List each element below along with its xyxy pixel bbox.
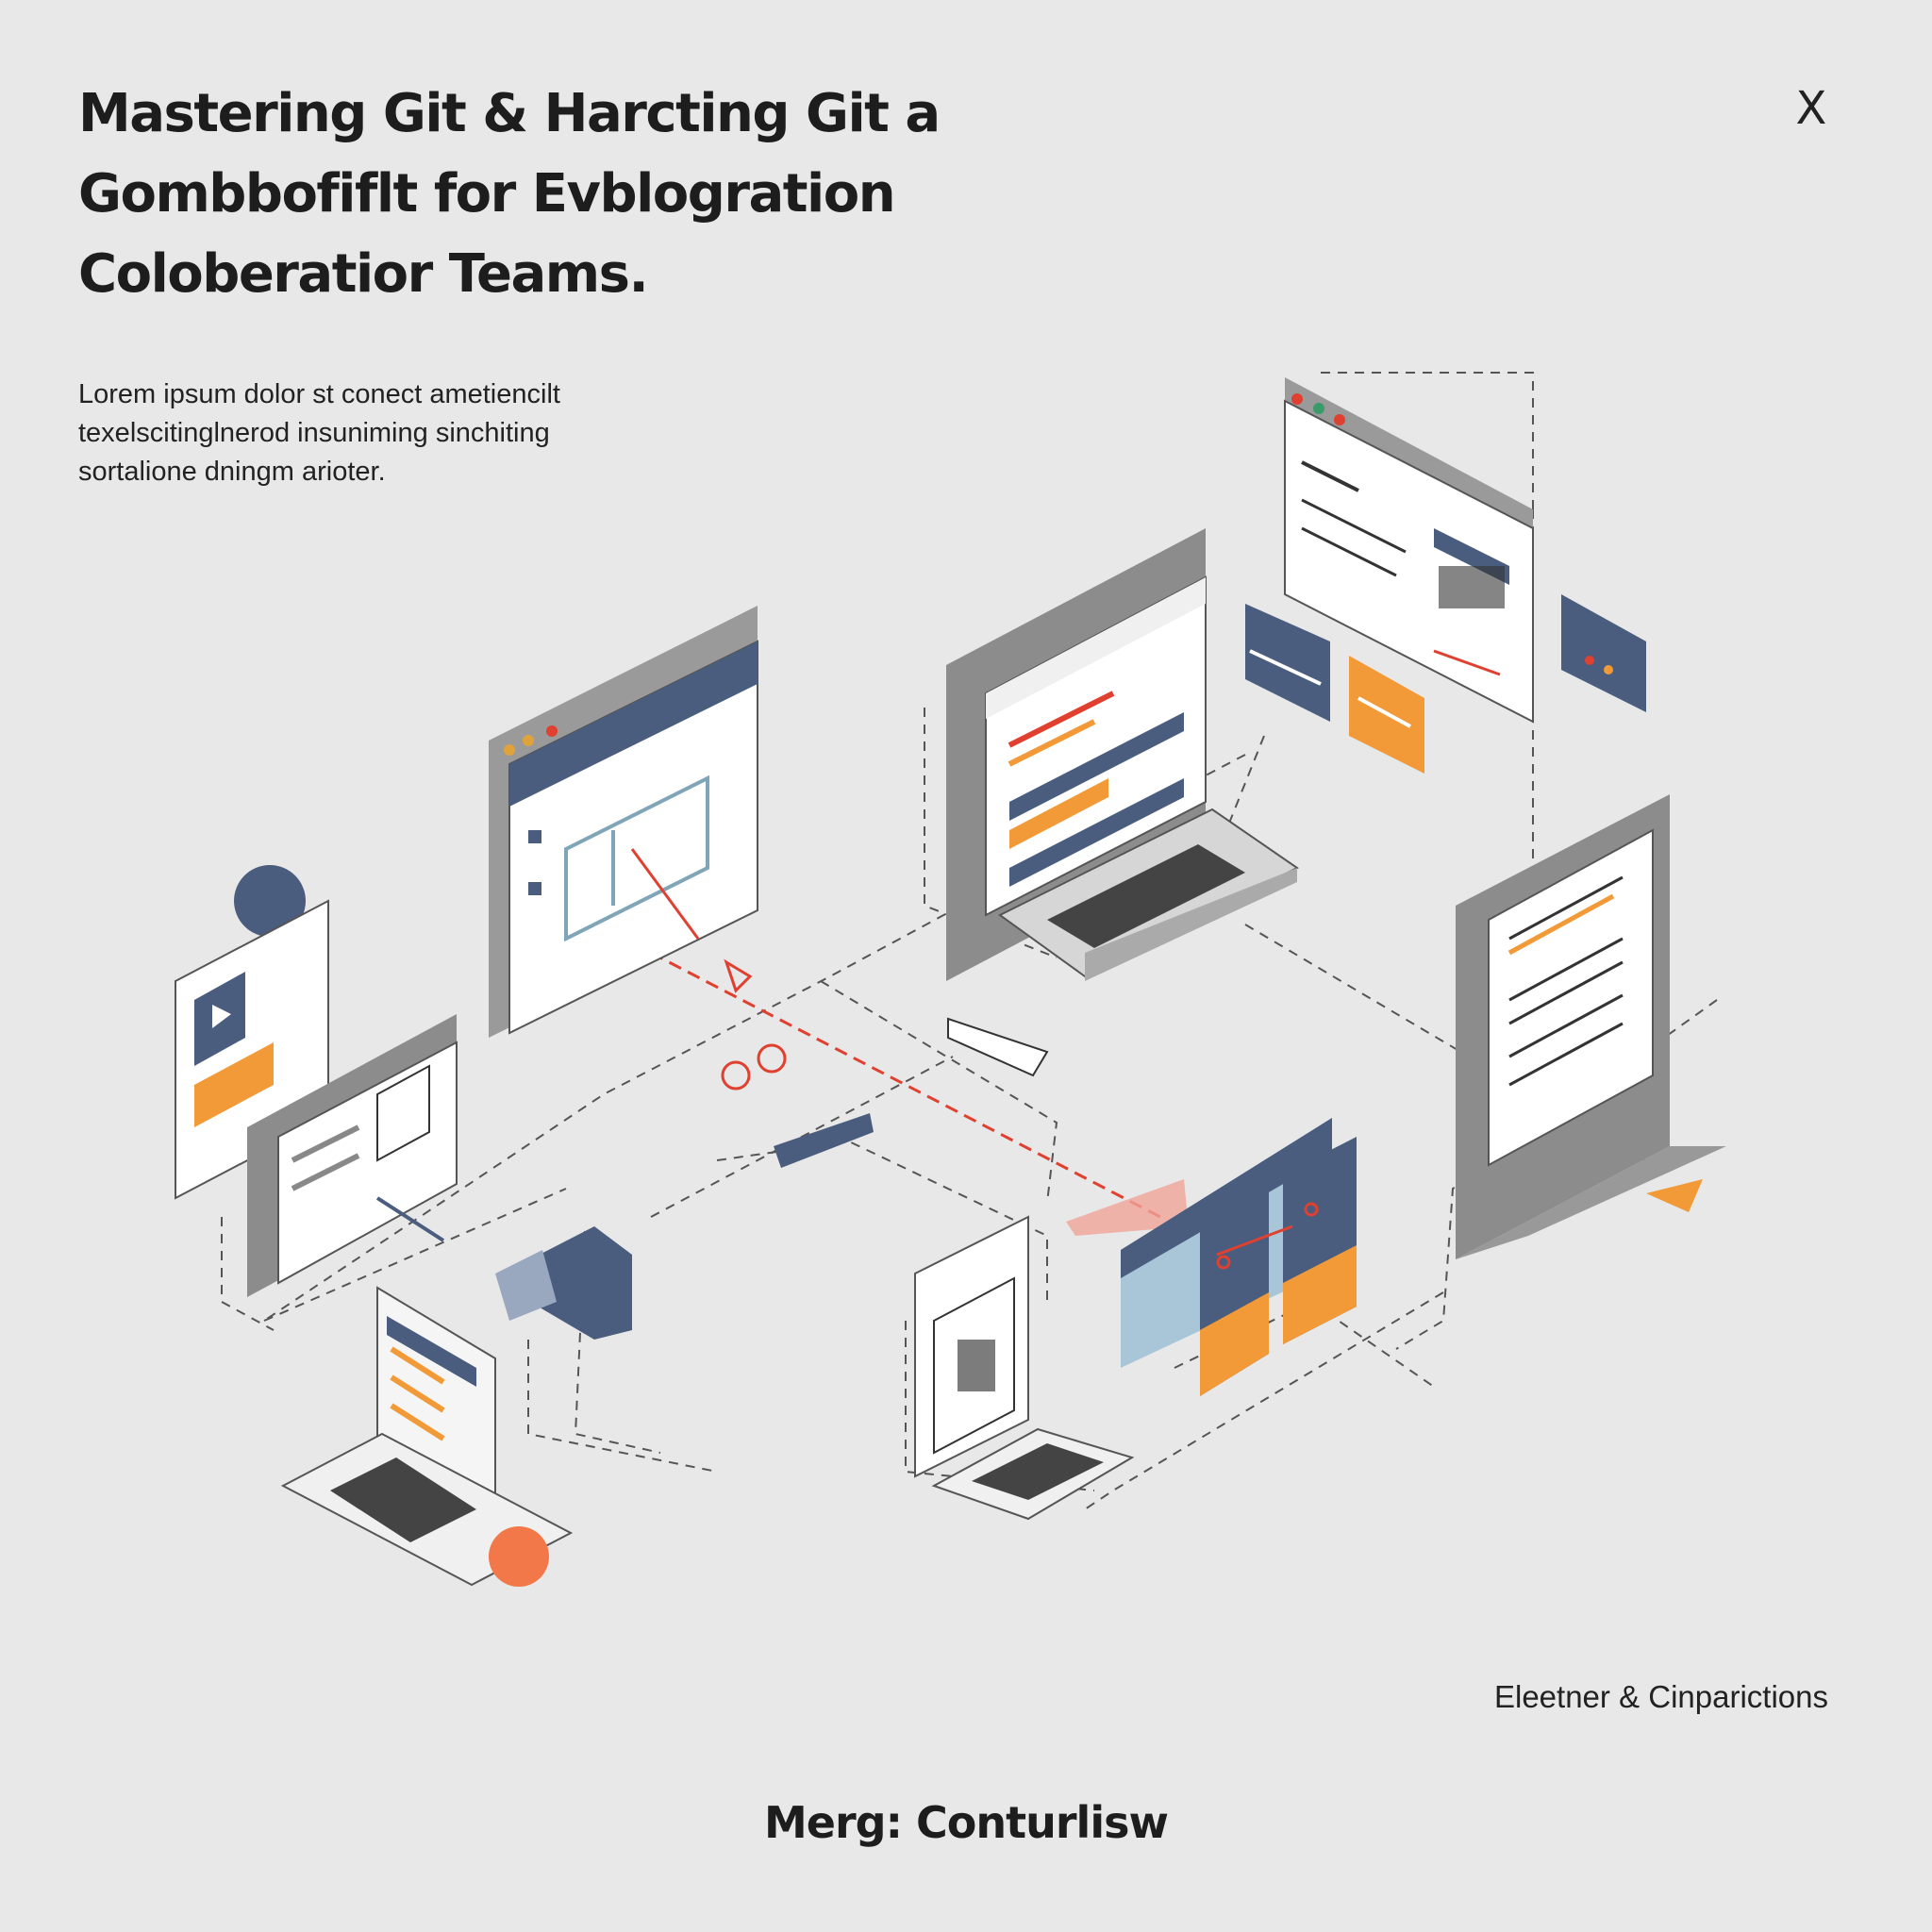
title-line: Gombbofiflt for Evblogration [78, 163, 896, 225]
description-line: texelscitinglnerod insuniming sinchiting [78, 418, 550, 448]
title-line: Mastering Git & Harcting Git a [78, 83, 941, 144]
mobile-panels [1121, 1118, 1357, 1396]
close-icon: X [1795, 82, 1827, 135]
footer-label: Merg: Conturlisw [764, 1797, 1169, 1848]
server-box-icon [495, 1226, 632, 1340]
description-line: sortalione dningm arioter. [78, 457, 386, 487]
title-line: Coloberatior Teams. [78, 243, 649, 305]
laptop-bottom-center [914, 1215, 1135, 1521]
browser-window-top-right [1284, 377, 1534, 724]
laptop-code-editor [946, 528, 1299, 981]
monitor-document [1456, 794, 1726, 1259]
connector-lines [221, 372, 1718, 1510]
close-button[interactable]: X [1783, 80, 1840, 137]
floating-cards [1245, 594, 1646, 774]
page-title: Mastering Git & Harcting Git a Gombbofif… [78, 74, 1022, 314]
illustration-caption: Eleetner & Cinparictions [1493, 1679, 1828, 1714]
branch-label [774, 1113, 874, 1168]
description-line: Lorem ipsum dolor st conect ametiencilt [78, 379, 560, 409]
laptop-bottom-left [280, 1286, 574, 1587]
tag-label [947, 1017, 1049, 1077]
merge-path-icon [650, 951, 1189, 1236]
description: Lorem ipsum dolor st conect ametiencilt … [78, 375, 739, 491]
word-document-window [247, 1014, 458, 1297]
browser-window-diagram [489, 606, 758, 1038]
